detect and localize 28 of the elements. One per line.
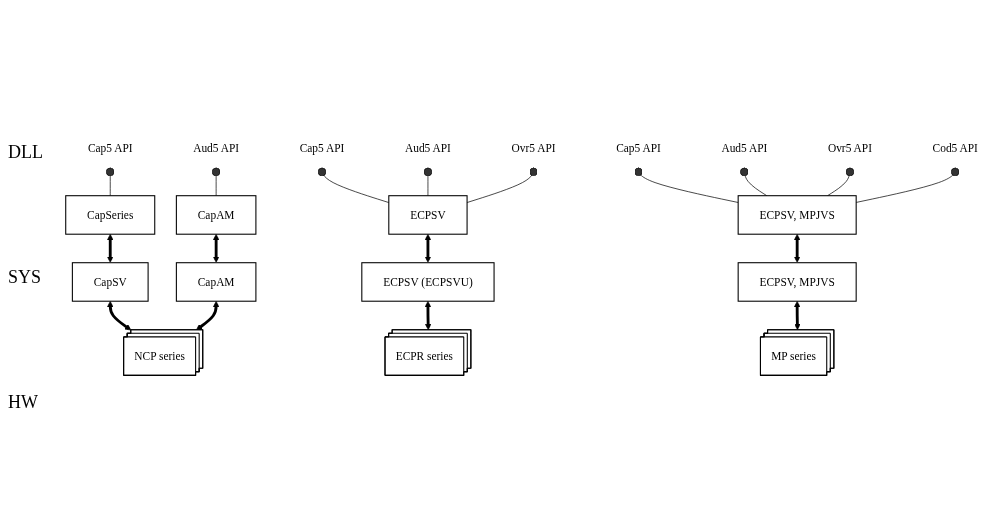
arrow — [794, 301, 801, 331]
layer-label: SYS — [8, 267, 43, 288]
node-box: ECPSV, MPJVS — [737, 262, 857, 303]
node-box: CapAM — [175, 262, 257, 303]
node-text: Aud5 API — [193, 142, 240, 155]
arrow — [424, 234, 432, 264]
node-text: Cap5 API — [299, 142, 345, 155]
node-text: Cap5 API — [616, 142, 661, 155]
node-text: Cap5 API — [87, 142, 133, 155]
node-text: Aud5 API — [404, 142, 451, 155]
arrow — [213, 234, 220, 264]
arrow — [107, 301, 132, 331]
layer-label: HW — [8, 392, 39, 413]
node-box: ECPSV, MPJVS — [737, 195, 857, 236]
node-text: Ovr5 API — [827, 142, 872, 155]
arrow — [424, 301, 432, 331]
node-box: CapAM — [175, 195, 257, 236]
node-box: ECPSV (ECPSVU) — [361, 262, 495, 303]
arrow — [107, 234, 114, 264]
layer-label: DLL — [8, 142, 44, 163]
node-text: Cod5 API — [932, 142, 978, 155]
node-text: Ovr5 API — [511, 142, 556, 155]
arrow — [196, 301, 220, 331]
node-box: CapSeries — [65, 195, 156, 236]
arrow — [794, 234, 801, 264]
node-box: ECPSV — [388, 195, 468, 236]
node-box: CapSV — [71, 262, 149, 303]
node-text: Aud5 API — [721, 142, 768, 155]
